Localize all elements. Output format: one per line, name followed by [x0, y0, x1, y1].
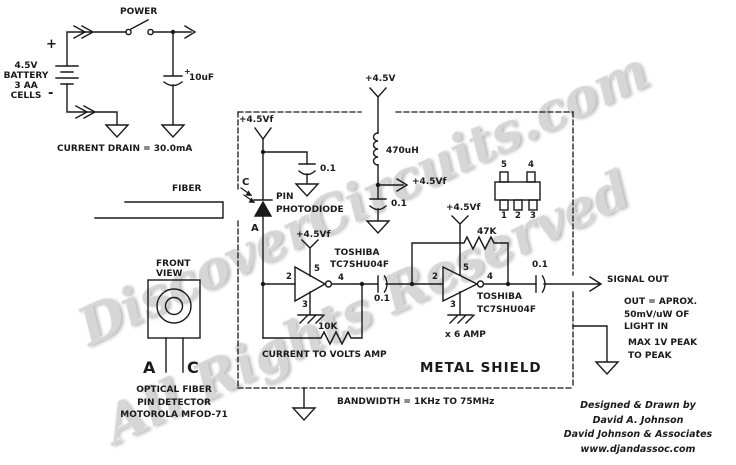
- amp2-pin3: 3: [450, 300, 456, 310]
- resistor-47k-value: 47K: [477, 227, 497, 237]
- ic-pin5-label: 5: [501, 160, 507, 170]
- bypass-cap-2: [369, 198, 387, 221]
- supply-v45f-amp2: +4.5Vf: [446, 203, 481, 213]
- signal-out-label: SIGNAL OUT: [607, 275, 669, 285]
- amp1-pin4: 4: [338, 273, 344, 283]
- front-view-symbol: [147, 279, 201, 373]
- supply-v45f-rail: +4.5Vf: [412, 177, 447, 187]
- cap-10uf-polarity: +: [184, 67, 191, 76]
- shield-ground-bottom: [291, 387, 317, 422]
- amp1-gndpin: [297, 291, 325, 324]
- lead-a-label: A: [143, 358, 156, 377]
- feedback-47k: [411, 235, 509, 285]
- amp2-part-label: TOSHIBA TC7SHU04F: [477, 292, 537, 315]
- supply-arrow-45v: [369, 87, 387, 99]
- supply-v45: +4.5V: [365, 74, 396, 84]
- power-label: POWER: [120, 7, 158, 17]
- ground-bypass-1: [294, 183, 320, 198]
- amp1-pin3: 3: [302, 300, 308, 310]
- credits-block: Designed & Drawn by David A. Johnson Dav…: [563, 400, 713, 455]
- photodiode-name: PIN PHOTODIODE: [276, 192, 344, 215]
- cap01-value-2: 0.1: [391, 199, 407, 209]
- photodiode-cathode: C: [242, 177, 250, 188]
- amp2-supply: [451, 215, 469, 276]
- cap01-value-3: 0.1: [374, 294, 390, 304]
- photodiode-symbol: [253, 199, 273, 217]
- current-drain-note: CURRENT DRAIN = 30.0mA: [57, 144, 193, 154]
- metal-shield-box: [237, 111, 574, 389]
- amp2-pin5: 5: [463, 263, 469, 273]
- ic-pin3-label: 3: [530, 211, 536, 221]
- inductor-value: 470uH: [386, 146, 419, 156]
- fiber-bar: [94, 201, 224, 219]
- connector-chevrons: [73, 25, 97, 119]
- rail-branch-arrow: [377, 178, 409, 192]
- fiber-label: FIBER: [172, 184, 202, 194]
- cap01-value-4: 0.1: [532, 260, 548, 270]
- amp2-pin4: 4: [487, 272, 493, 282]
- resistor-10k-value: 10K: [318, 322, 338, 332]
- ground-bypass-2: [365, 220, 391, 235]
- amp1-pin2: 2: [286, 272, 292, 282]
- supply-arrow-topleft: [254, 127, 272, 141]
- photodiode-anode: A: [251, 223, 259, 234]
- amp2-pin2: 2: [432, 272, 438, 282]
- light-arrows: [240, 187, 255, 203]
- output-note: OUT = APROX. 50mV/uW OF LIGHT IN: [624, 297, 698, 332]
- bandwidth-note: BANDWIDTH = 1KHz TO 75MHz: [337, 397, 495, 407]
- power-wires: [66, 31, 192, 125]
- shield-ground-right: [572, 325, 620, 376]
- cap-10uf-symbol: [163, 75, 183, 125]
- cap01-value-1: 0.1: [320, 164, 336, 174]
- amp2-gndpin: [447, 291, 475, 324]
- amp1-pin5: 5: [314, 264, 320, 274]
- ground-symbols-left: [104, 124, 186, 139]
- battery-minus-sign: -: [48, 86, 54, 101]
- max-peak-note: MAX 1V PEAK TO PEAK: [628, 338, 698, 361]
- power-switch: [125, 19, 154, 36]
- amp1-part-label: TOSHIBA TC7SHU04F: [330, 248, 390, 270]
- battery-symbol: [55, 65, 79, 85]
- ic-pin2-label: 2: [515, 211, 521, 221]
- metal-shield-label: METAL SHIELD: [420, 360, 542, 376]
- bypass-cap-1: [298, 163, 316, 176]
- cap-10uf-value: 10uF: [189, 73, 215, 83]
- battery-plus-sign: +: [46, 37, 57, 52]
- ic-package: [494, 171, 541, 211]
- photodiode-branch-wires: [262, 138, 308, 339]
- battery-label: 4.5V BATTERY 3 AA CELLS: [3, 61, 49, 101]
- junction-dots: [170, 29, 511, 287]
- amp1-supply: [301, 239, 319, 277]
- supply-v45f-amp1: +4.5Vf: [296, 230, 331, 240]
- lead-c-label: C: [187, 358, 199, 377]
- inductor-coil: [372, 132, 379, 166]
- feedback-10k: [262, 283, 363, 346]
- signal-out-wire: [543, 276, 603, 292]
- ic-pin1-label: 1: [501, 211, 507, 221]
- detector-description: OPTICAL FIBER PIN DETECTOR MOTOROLA MFOD…: [120, 385, 228, 420]
- amp2-caption: x 6 AMP: [445, 330, 486, 340]
- ic-pin4-label: 4: [528, 160, 534, 170]
- supply-v45f-1: +4.5Vf: [239, 115, 274, 125]
- arrow-to-rail: [184, 25, 197, 39]
- front-view-label: FRONT VIEW: [156, 259, 191, 279]
- amp1-caption: CURRENT TO VOLTS AMP: [262, 350, 387, 360]
